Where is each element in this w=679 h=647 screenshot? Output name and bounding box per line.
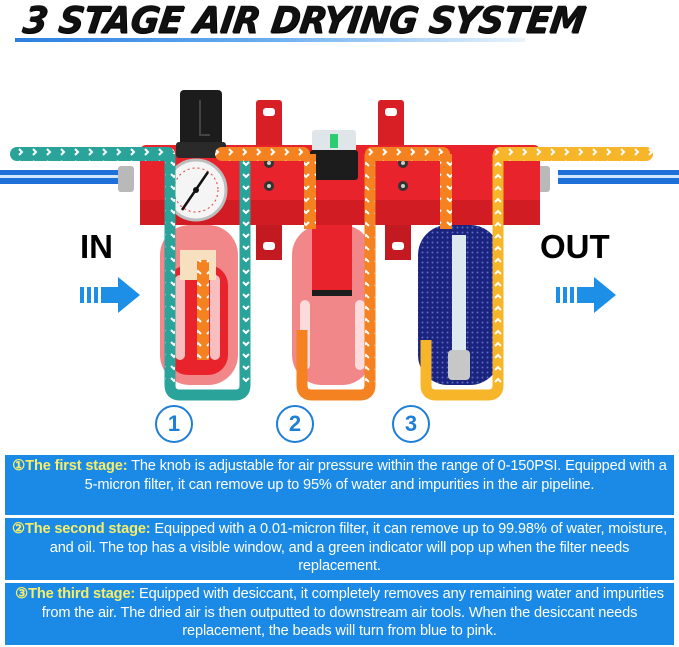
stage-2-flow-path	[197, 147, 452, 401]
inlet-pipe	[0, 170, 120, 184]
stage-3-bowl	[418, 225, 500, 385]
stage-1-marker: ①	[12, 458, 26, 474]
indicator-icon	[310, 130, 358, 180]
stage-3-description: ③The third stage: Equipped with desiccan…	[5, 583, 674, 645]
stage-2-bowl	[292, 225, 372, 385]
title-underline	[15, 38, 525, 42]
inlet-label: IN	[80, 228, 113, 265]
filter-assembly-illustration	[0, 90, 679, 401]
stage-2-text: Equipped with a 0.01-micron filter, it c…	[49, 521, 667, 575]
stage-1-heading: The first stage:	[25, 458, 128, 474]
stage-2-heading: The second stage:	[24, 521, 151, 537]
stage-1-flow-path	[10, 147, 251, 401]
arrow-right-icon	[556, 277, 616, 313]
outlet-pipe	[558, 170, 679, 184]
stage-marker-2: 2	[276, 405, 314, 443]
arrow-right-icon	[80, 277, 140, 313]
stage-2-marker: ②	[12, 521, 25, 537]
stage-1-text: The knob is adjustable for air pressure …	[84, 458, 667, 493]
gauge-icon	[164, 158, 228, 222]
stage-3-heading: The third stage:	[28, 586, 136, 602]
outlet-label: OUT	[540, 228, 610, 265]
knob-icon	[176, 90, 226, 158]
title-banner: 3 STAGE AIR DRYING SYSTEM	[0, 0, 679, 48]
stage-3-text: Equipped with desiccant, it completely r…	[41, 586, 664, 640]
stage-1-description: ①The first stage: The knob is adjustable…	[5, 455, 674, 515]
page-title: 3 STAGE AIR DRYING SYSTEM	[20, 0, 588, 42]
stage-marker-1: 1	[155, 405, 193, 443]
stage-3-flow-path	[420, 147, 653, 401]
air-drying-diagram: IN OUT 1 2 3	[0, 50, 679, 445]
stage-marker-3: 3	[392, 405, 430, 443]
stage-3-marker: ③	[15, 586, 29, 602]
stage-2-description: ②The second stage: Equipped with a 0.01-…	[5, 518, 674, 580]
